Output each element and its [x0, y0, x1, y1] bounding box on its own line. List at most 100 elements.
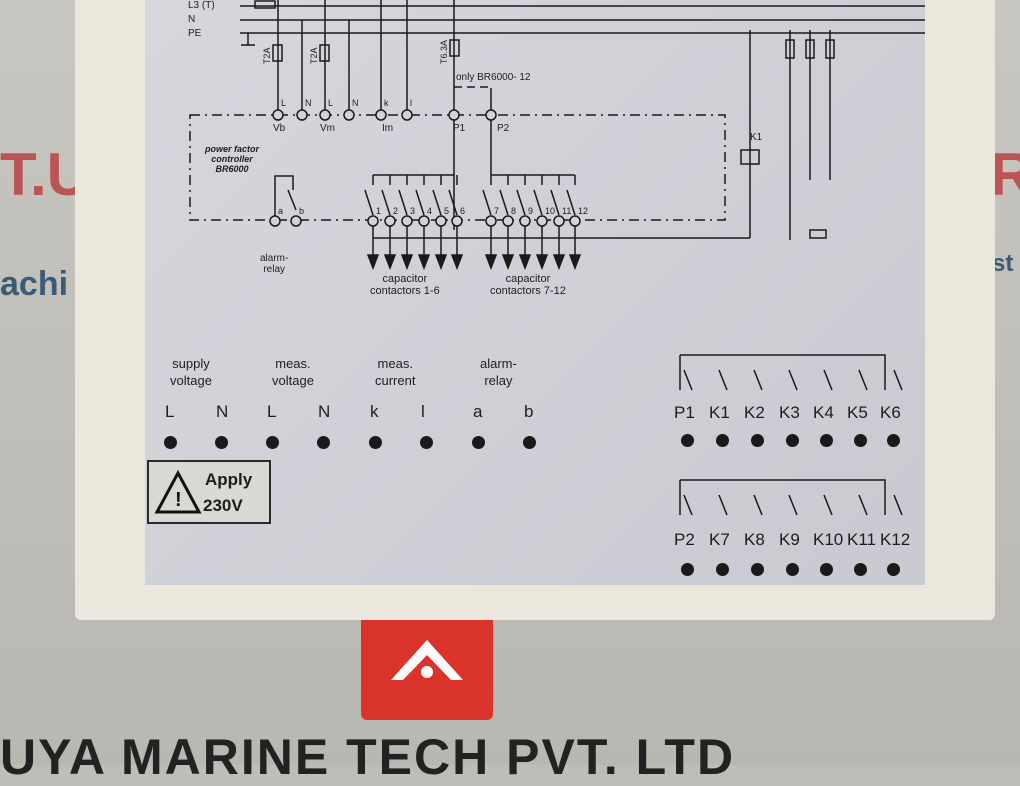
header-supply-voltage: supply voltage [170, 356, 212, 388]
terminal-screw[interactable] [786, 563, 799, 576]
contactor-number: 8 [511, 206, 517, 216]
contactor-number: 10 [545, 206, 556, 216]
svg-text:!: ! [175, 489, 182, 511]
line-label-n: N [188, 14, 196, 25]
group-vb: Vb [273, 123, 286, 134]
terminal-screw[interactable] [854, 434, 867, 447]
line-label-l3: L3 (T) [188, 0, 215, 11]
group-im: Im [382, 123, 394, 134]
terminal-screw[interactable] [681, 434, 694, 447]
fuse-label-vm: T2A [309, 47, 319, 64]
terminal-row1-label: K1 [709, 403, 730, 422]
controller-line2: controller [211, 154, 253, 164]
capacitor-contactors-1-6: capacitor contactors 1-6 [370, 273, 440, 297]
header-alarm-relay: alarm- relay [480, 356, 517, 388]
top-terminal-label: L [281, 98, 287, 108]
terminal-row1-label: K6 [880, 403, 901, 422]
top-terminal-label: L [328, 98, 334, 108]
terminal-screw[interactable] [751, 434, 764, 447]
terminal-screw[interactable] [716, 434, 729, 447]
terminal-label: l [421, 402, 425, 421]
terminal-row2-label: K10 [813, 530, 844, 549]
terminal-row2-label: K8 [744, 530, 765, 549]
terminal-screw[interactable] [751, 563, 764, 576]
terminal-screw[interactable] [215, 436, 228, 449]
fuse-label-vb: T2A [262, 47, 272, 64]
wiring-diagram [189, 0, 925, 516]
terminal-row1-label: K4 [813, 403, 834, 422]
bg-sign-right2: st [992, 250, 1014, 277]
line-label-pe: PE [188, 28, 202, 39]
relay-term-a: a [278, 206, 284, 216]
terminal-row2-label: K7 [709, 530, 730, 549]
top-terminal-label: N [352, 98, 359, 108]
contactor-number: 2 [393, 206, 399, 216]
terminal-screw[interactable] [472, 436, 485, 449]
terminal-label: b [524, 402, 534, 421]
logo [361, 610, 493, 720]
group-p2: P2 [497, 123, 510, 134]
relay-term-b: b [299, 206, 305, 216]
terminal-screw[interactable] [887, 434, 900, 447]
terminal-label: a [473, 402, 483, 421]
k1-label: K1 [750, 132, 763, 143]
terminal-screw[interactable] [266, 436, 279, 449]
terminal-screw[interactable] [820, 563, 833, 576]
terminal-row1-label: K5 [847, 403, 868, 422]
bg-sign-right: R [990, 141, 1020, 208]
alarm-relay-label: alarm- relay [260, 253, 289, 275]
top-terminal-label: k [384, 98, 389, 108]
terminal-screw[interactable] [820, 434, 833, 447]
terminal-row2-label: K12 [880, 530, 911, 549]
bg-sign-left2: achi [0, 265, 69, 303]
terminal-row2-label: P2 [674, 530, 695, 549]
top-terminal-label: N [305, 98, 312, 108]
warning-line2: 230V [203, 496, 243, 515]
group-p1: P1 [453, 123, 466, 134]
terminal-screw[interactable] [786, 434, 799, 447]
warning-triangle-icon: ! [154, 469, 202, 514]
terminal-label: L [165, 402, 175, 421]
contactor-number: 12 [578, 206, 589, 216]
terminal-label: k [370, 402, 379, 421]
contactor-number: 1 [376, 206, 382, 216]
top-terminal-label: l [410, 98, 412, 108]
note-br6000-12: only BR6000- 12 [456, 72, 531, 83]
header-meas-voltage: meas. voltage [272, 356, 314, 388]
controller-line1: power factor [205, 144, 260, 154]
header-meas-current: meas. current [375, 356, 416, 388]
warning-line1: Apply [205, 470, 253, 489]
contactor-number: 9 [528, 206, 534, 216]
bg-watermark-text: UYA MARINE TECH PVT. LTD [0, 729, 736, 785]
contactor-number: 11 [562, 206, 572, 216]
terminal-screw[interactable] [164, 436, 177, 449]
contactor-number: 6 [460, 206, 466, 216]
terminal-screw[interactable] [420, 436, 433, 449]
terminal-label: N [216, 402, 229, 421]
terminal-row1-label: K2 [744, 403, 765, 422]
terminal-row2-label: K11 [847, 530, 876, 549]
terminal-screw[interactable] [523, 436, 536, 449]
terminal-row1-label: K3 [779, 403, 800, 422]
terminal-label: N [318, 402, 331, 421]
terminal-row2-label: K9 [779, 530, 800, 549]
terminal-row1-label: P1 [674, 403, 695, 422]
controller-line3: BR6000 [215, 164, 249, 174]
contactor-number: 7 [494, 206, 500, 216]
capacitor-contactors-7-12: capacitor contactors 7-12 [490, 273, 566, 297]
group-vm: Vm [320, 123, 335, 134]
contactor-number: 3 [410, 206, 416, 216]
contactor-number: 4 [427, 206, 433, 216]
terminal-screw[interactable] [887, 563, 900, 576]
contactor-number: 5 [444, 206, 450, 216]
label-plate: (function(){var g=document.getElementByI… [145, 0, 925, 585]
terminal-label: L [267, 402, 277, 421]
fuse-label-p1: T6.3A [439, 39, 449, 64]
terminal-screw[interactable] [681, 563, 694, 576]
warning-sticker: ! Apply 230V [147, 460, 271, 524]
terminal-screw[interactable] [854, 563, 867, 576]
terminal-screw[interactable] [716, 563, 729, 576]
terminal-screw[interactable] [369, 436, 382, 449]
terminal-screw[interactable] [317, 436, 330, 449]
